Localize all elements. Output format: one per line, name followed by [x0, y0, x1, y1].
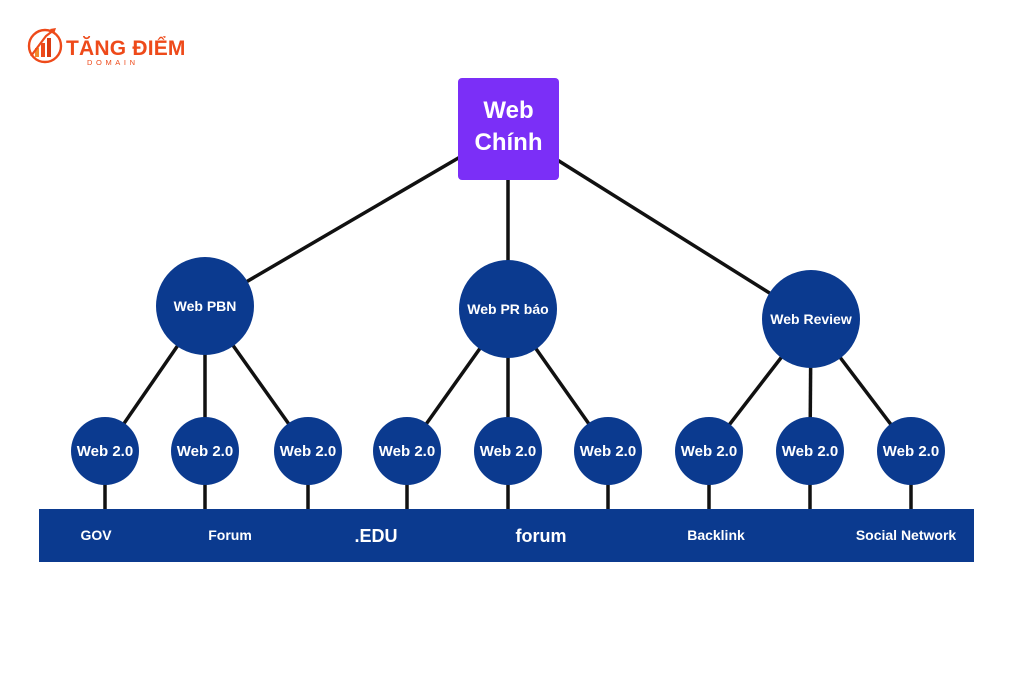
l1-node-label: Web PR báo	[467, 301, 548, 317]
l2-node	[274, 417, 342, 485]
edge-root-to-l1	[204, 127, 509, 308]
logo-icon	[27, 28, 63, 64]
band-labels-group: GOV Forum .EDU forum Backlink Social Network	[80, 526, 956, 546]
l2-node	[474, 417, 542, 485]
band-label: GOV	[80, 527, 112, 543]
l2-node	[574, 417, 642, 485]
l2-node	[776, 417, 844, 485]
l2-node-label: Web 2.0	[681, 443, 737, 460]
l2-node-label: Web 2.0	[177, 443, 233, 460]
l2-node	[171, 417, 239, 485]
l2-node-label: Web 2.0	[280, 443, 336, 460]
band-label: Social Network	[856, 527, 957, 543]
band-label: forum	[516, 526, 567, 546]
l2-node-label: Web 2.0	[77, 443, 133, 460]
root-node-label-line2: Chính	[475, 129, 543, 156]
category-band	[39, 509, 974, 562]
root-node-label-line1: Web	[483, 97, 533, 124]
l2-node	[877, 417, 945, 485]
band-label: .EDU	[354, 526, 397, 546]
l2-node-label: Web 2.0	[379, 443, 435, 460]
l2-node	[373, 417, 441, 485]
band-label: Forum	[208, 527, 252, 543]
l2-node-label: Web 2.0	[480, 443, 536, 460]
l2-node-label: Web 2.0	[883, 443, 939, 460]
band-label: Backlink	[687, 527, 745, 543]
l1-node-label: Web Review	[770, 311, 852, 327]
root-node-web-chinh	[458, 78, 559, 180]
l2-node-label: Web 2.0	[782, 443, 838, 460]
l1-node	[459, 260, 557, 358]
l2-node	[71, 417, 139, 485]
logo-name: TĂNG ĐIỂM	[66, 37, 186, 60]
l2-node-label: Web 2.0	[580, 443, 636, 460]
l2-node	[675, 417, 743, 485]
l1-node-label: Web PBN	[174, 298, 237, 314]
l1-node	[156, 257, 254, 355]
logo-subtitle: DOMAIN	[87, 58, 139, 67]
l1-node	[762, 270, 860, 368]
